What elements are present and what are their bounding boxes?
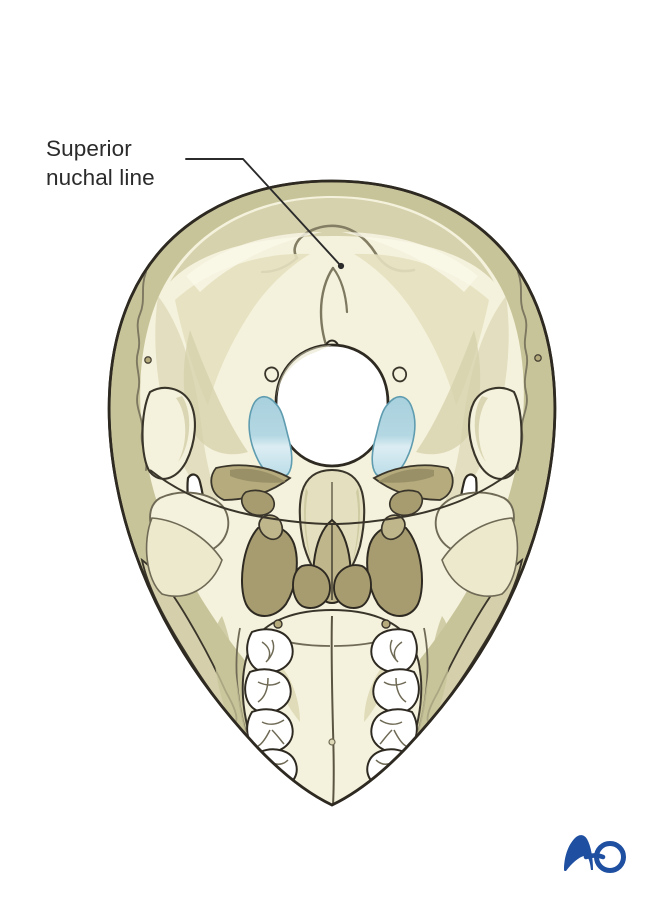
tooth-groove-m2-left (257, 677, 281, 703)
annotation-leader (185, 158, 345, 270)
tooth-groove-m3-right (389, 639, 403, 663)
tooth-premolar2-left (255, 748, 298, 790)
tooth-molar2-left (244, 668, 292, 714)
carotid-canal-left (240, 489, 275, 517)
occipital-highlight-right (342, 232, 478, 292)
external-occipital-crest-lower (331, 266, 349, 314)
incisive-foramen (328, 738, 336, 746)
tooth-groove-m3-left (261, 639, 275, 663)
annotation-label-line2: nuchal line (46, 165, 155, 190)
tooth-incisor-lateral-left (301, 834, 331, 864)
tooth-groove-p1-left (279, 793, 299, 805)
nuchal-fossa-left (175, 253, 310, 406)
pterygoid-hamulus-left (258, 514, 284, 541)
tooth-molar2-right (372, 668, 420, 714)
tooth-premolar1-left (268, 784, 308, 805)
ao-logo-o-glyph (594, 841, 626, 873)
ao-logo (560, 830, 628, 876)
tooth-premolar1-right (356, 784, 396, 805)
skull-base-contour-left (149, 469, 333, 525)
carotid-canal-right (389, 489, 424, 517)
maxilla-shade-left (214, 616, 250, 746)
choana-right (333, 564, 372, 609)
tooth-canine-right (344, 816, 380, 851)
foramen-magnum-rim-shade (276, 345, 332, 403)
tooth-canine-left (284, 816, 320, 851)
nuchal-fossa-right (354, 253, 489, 406)
annotation-label-line1: Superior (46, 136, 132, 161)
emissary-foramen-left (144, 356, 152, 364)
skull-silhouette-stroke (107, 179, 557, 807)
leader-endpoint-dot (337, 262, 345, 270)
temporal-squama-left (145, 517, 223, 598)
tooth-incisor-central-right (331, 841, 355, 869)
annotation-label: Superior nuchal line (46, 134, 276, 192)
occipital-highlight-left (186, 232, 322, 292)
ao-logo-mark (564, 835, 626, 873)
tooth-groove-m1-left (257, 719, 285, 747)
pterygoid-hamulus-right (380, 514, 406, 541)
jugular-foramen-right (378, 468, 434, 483)
superior-nuchal-shade (170, 198, 494, 282)
tooth-incisor-central-left (309, 841, 333, 869)
greater-palatine-foramen-left (273, 619, 283, 629)
tooth-premolar2-right (366, 748, 409, 790)
tooth-incisor-lateral-right (334, 834, 364, 864)
basilar-shade-right (352, 488, 360, 564)
skull-base-contour-right (331, 469, 515, 525)
mastoid-shade-left (176, 396, 190, 462)
tooth-groove-p1-right (365, 793, 385, 805)
basion-notch (325, 339, 339, 346)
pterygoid-plate-left (241, 524, 298, 617)
emissary-foramen-right (534, 354, 542, 362)
pterygoid-plate-right (366, 524, 423, 617)
condylar-canal-left (264, 366, 280, 383)
greater-palatine-foramen-right (381, 619, 391, 629)
temporal-squama-right (441, 517, 519, 598)
basilar-shade-left (304, 488, 312, 564)
ao-logo-a-glyph (564, 835, 593, 871)
leader-line (185, 158, 342, 267)
tooth-groove-m2-right (383, 677, 407, 703)
tooth-groove-m1-right (379, 719, 407, 747)
jugular-foramen-left (230, 468, 286, 483)
maxilla-shade-right (414, 616, 450, 746)
condylar-canal-right (392, 366, 408, 383)
median-palatine-suture (330, 615, 335, 805)
mastoid-shade-right (474, 396, 488, 462)
choana-left (292, 564, 331, 609)
